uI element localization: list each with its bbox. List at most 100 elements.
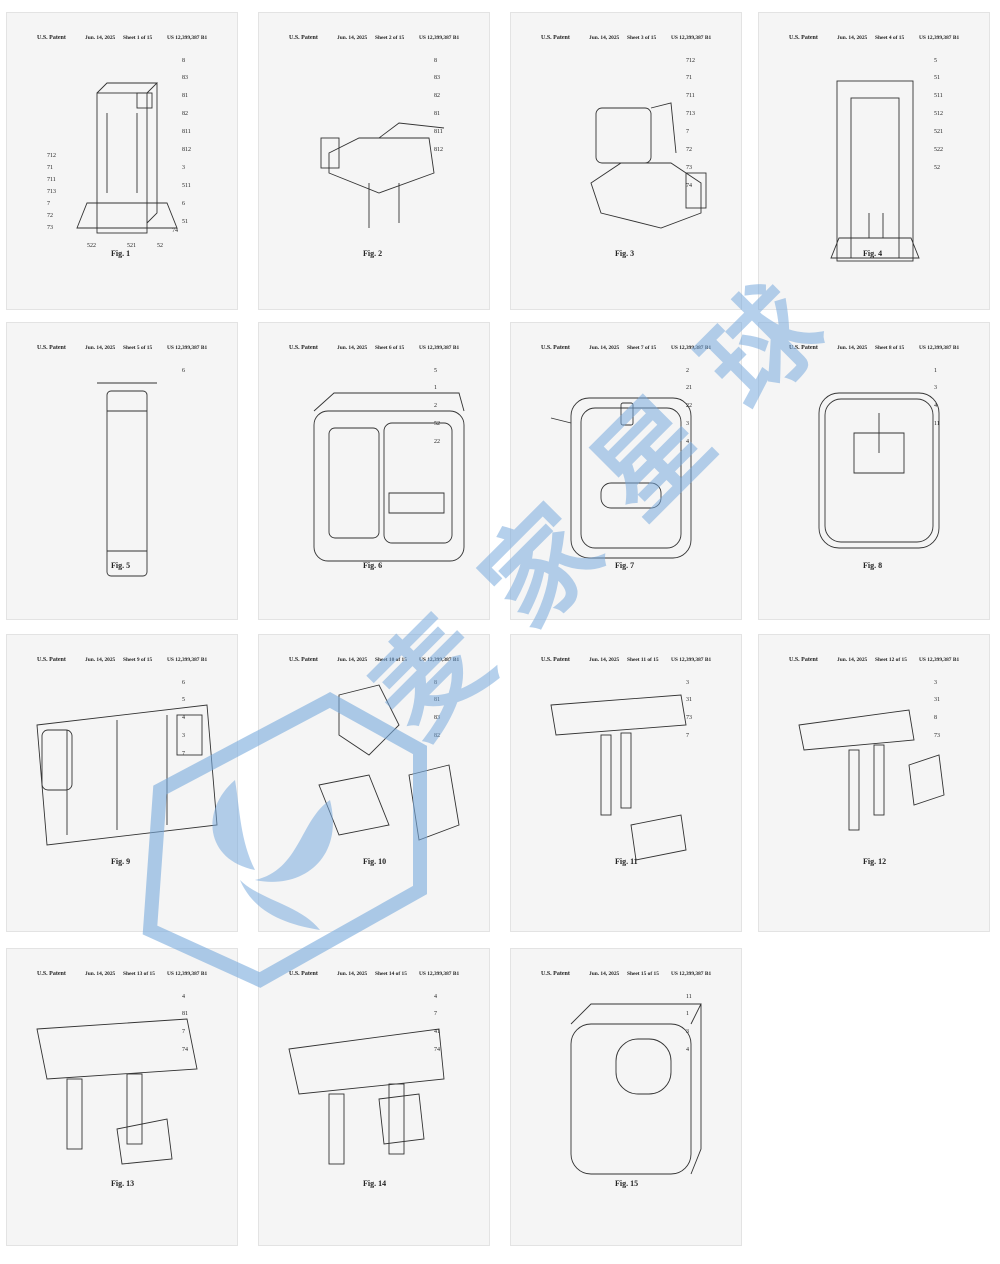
patent-date: Jun. 14, 2025 (85, 345, 116, 351)
figure-caption: Fig. 1 (111, 249, 131, 258)
reference-numeral: 6 (182, 368, 185, 374)
reference-numeral: 83 (434, 75, 440, 81)
patent-date: Jun. 14, 2025 (85, 971, 116, 977)
reference-numeral: 7 (686, 129, 689, 135)
reference-numeral: 3 (934, 385, 937, 391)
reference-numeral: 73 (934, 733, 940, 739)
reference-numeral: 522 (87, 243, 96, 249)
reference-numeral: 1 (686, 1011, 689, 1017)
reference-numeral: 4 (686, 1047, 689, 1053)
reference-numeral: 4 (686, 439, 689, 445)
sheet-number: Sheet 12 of 15 (875, 657, 907, 663)
sheet-number: Sheet 13 of 15 (123, 971, 155, 977)
figure-drawing (313, 392, 465, 562)
figure-drawing (318, 684, 460, 841)
patent-number: US 12,399,387 B1 (167, 35, 208, 41)
figure-caption: Fig. 15 (615, 1179, 639, 1188)
patent-number: US 12,399,387 B1 (167, 657, 208, 663)
reference-numeral: 74 (172, 228, 178, 234)
figure-drawing (818, 392, 940, 549)
patent-number: US 12,399,387 B1 (671, 657, 712, 663)
reference-numeral: 31 (686, 697, 692, 703)
reference-numeral: 52 (934, 165, 940, 171)
figure-drawing (36, 704, 218, 846)
patent-date: Jun. 14, 2025 (837, 657, 868, 663)
patent-date: Jun. 14, 2025 (337, 345, 368, 351)
reference-numeral: 3 (934, 680, 937, 686)
figure-caption: Fig. 2 (363, 249, 383, 258)
reference-numeral: 81 (434, 111, 440, 117)
reference-numeral: 7 (182, 1029, 185, 1035)
reference-numeral: 21 (686, 385, 692, 391)
patent-label: U.S. Patent (289, 657, 318, 663)
figure-caption: Fig. 11 (615, 857, 638, 866)
sheet-number: Sheet 8 of 15 (875, 345, 905, 351)
figure-drawing (97, 382, 157, 577)
reference-numeral: 511 (934, 93, 943, 99)
reference-numeral: 82 (182, 111, 188, 117)
sheet-number: Sheet 1 of 15 (123, 35, 153, 41)
reference-numeral: 83 (434, 715, 440, 721)
reference-numeral: 8 (434, 58, 437, 64)
figure-drawing (36, 1018, 198, 1165)
patent-number: US 12,399,387 B1 (671, 345, 712, 351)
reference-numeral: 811 (182, 129, 191, 135)
patent-date: Jun. 14, 2025 (337, 657, 368, 663)
reference-numeral: 7 (686, 733, 689, 739)
reference-numeral: 8 (434, 680, 437, 686)
reference-numeral: 22 (434, 439, 440, 445)
reference-numeral: 1 (934, 368, 937, 374)
reference-numeral: 713 (686, 111, 695, 117)
reference-numeral: 711 (686, 93, 695, 99)
reference-numeral: 71 (47, 165, 53, 171)
reference-numeral: 3 (686, 421, 689, 427)
figure-drawing (288, 1028, 445, 1165)
reference-numeral: 4 (182, 994, 185, 1000)
reference-numeral: 4 (934, 403, 937, 409)
figure-caption: Fig. 14 (363, 1179, 387, 1188)
reference-numeral: 712 (47, 153, 56, 159)
patent-number: US 12,399,387 B1 (419, 657, 460, 663)
patent-number: US 12,399,387 B1 (671, 971, 712, 977)
reference-numeral: 52 (434, 421, 440, 427)
patent-date: Jun. 14, 2025 (589, 345, 620, 351)
patent-label: U.S. Patent (541, 657, 570, 663)
reference-numeral: 6 (182, 680, 185, 686)
reference-numeral: 5 (934, 58, 937, 64)
patent-date: Jun. 14, 2025 (837, 345, 868, 351)
patent-label: U.S. Patent (541, 35, 570, 41)
patent-label: U.S. Patent (37, 971, 66, 977)
patent-number: US 12,399,387 B1 (919, 657, 960, 663)
reference-numeral: 5 (182, 697, 185, 703)
figure-caption: Fig. 7 (615, 561, 635, 570)
patent-label: U.S. Patent (789, 657, 818, 663)
reference-numeral: 3 (686, 680, 689, 686)
reference-numeral: 72 (686, 147, 692, 153)
reference-numeral: 1 (434, 385, 437, 391)
reference-numeral: 8 (182, 58, 185, 64)
sheet-number: Sheet 11 of 15 (627, 657, 659, 663)
figure-drawing (590, 102, 707, 229)
reference-numeral: 3 (182, 165, 185, 171)
patent-label: U.S. Patent (289, 345, 318, 351)
reference-numeral: 7 (47, 201, 50, 207)
reference-numeral: 74 (686, 183, 692, 189)
reference-numeral: 5 (434, 368, 437, 374)
reference-numeral: 51 (182, 219, 188, 225)
